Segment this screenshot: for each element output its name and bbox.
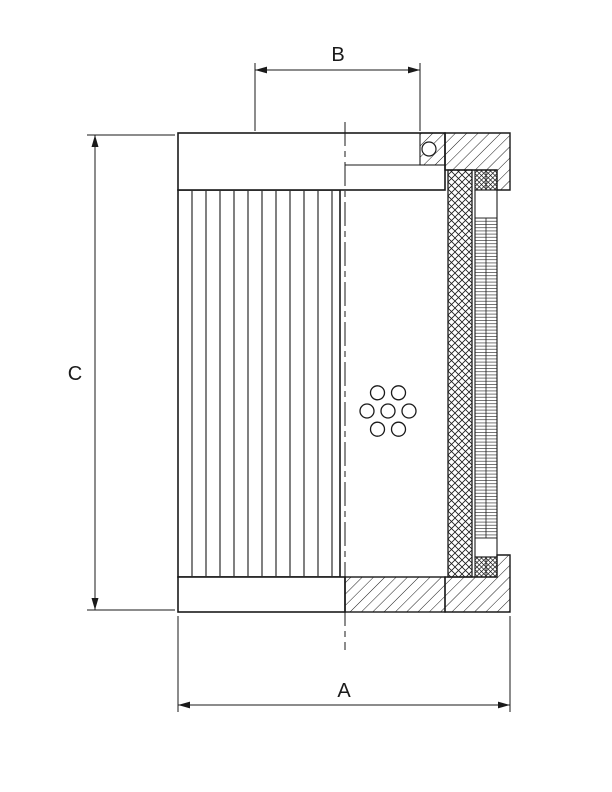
top-end-cap	[177, 132, 446, 191]
arrowhead-c-top	[91, 135, 99, 147]
perforation-hole	[369, 421, 386, 437]
housing-flange-top-right	[444, 132, 511, 191]
perforation-hole	[390, 385, 407, 401]
outer-wrap-column	[474, 189, 498, 558]
seal-crosshatch-bottom	[474, 556, 498, 578]
arrowhead-c-bottom	[91, 598, 99, 610]
support-tube-mesh	[447, 169, 473, 578]
arrowhead-a-right	[498, 701, 510, 709]
perforation-hole	[369, 385, 386, 401]
perforation-hole	[390, 421, 407, 437]
dimension-a-label: A	[337, 680, 351, 702]
dimension-b-label: B	[331, 44, 344, 66]
bottom-end-cap-section	[344, 576, 446, 613]
dimension-a: A	[177, 616, 511, 712]
pleated-filter-media	[177, 189, 341, 578]
top-o-ring-circle	[421, 141, 437, 157]
arrowhead-a-left	[178, 701, 190, 709]
dimension-b: B	[254, 44, 421, 131]
perforation-holes	[359, 385, 417, 437]
perforation-hole	[359, 403, 375, 419]
perforation-hole	[380, 403, 396, 419]
dimension-c: C	[68, 134, 175, 611]
bottom-end-cap	[177, 576, 346, 613]
perforation-hole	[401, 403, 417, 419]
seal-crosshatch-top	[474, 169, 498, 191]
housing-flange-bottom-right	[444, 554, 511, 613]
arrowhead-b-left	[255, 66, 267, 74]
arrowhead-b-right	[408, 66, 420, 74]
dimension-c-label: C	[68, 363, 82, 385]
